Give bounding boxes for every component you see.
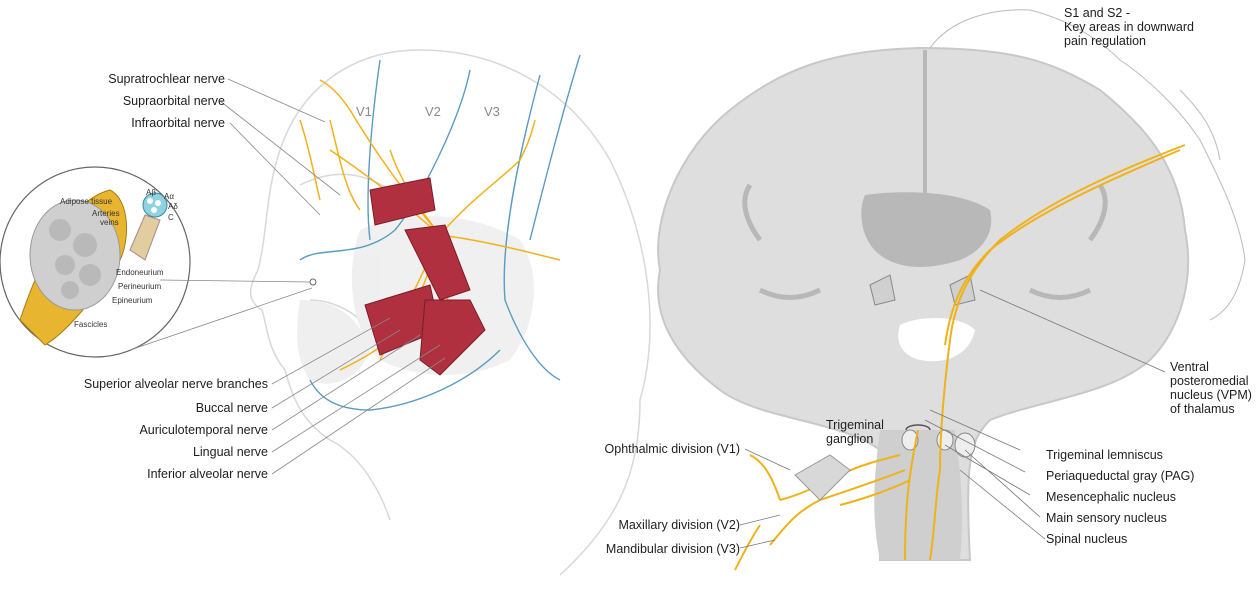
auriculotemporal-label: Auriculotemporal nerve xyxy=(40,423,268,437)
pag-label: Periaqueductal gray (PAG) xyxy=(1046,469,1194,483)
superior-alveolar-label: Superior alveolar nerve branches xyxy=(40,377,268,391)
endoneurium-label: Endoneurium xyxy=(116,268,164,277)
fascicles-label: Fascicles xyxy=(74,320,107,329)
vpm-thalamus-label: Ventral posteromedial nucleus (VPM) of t… xyxy=(1170,360,1258,416)
maxillary-division-label: Maxillary division (V2) xyxy=(560,518,740,532)
trigeminal-ganglion-label: Trigeminal ganglion xyxy=(826,418,906,446)
infraorbital-nerve-label: Infraorbital nerve xyxy=(60,116,225,130)
buccal-nerve-label: Buccal nerve xyxy=(40,401,268,415)
fiber-c-label: C xyxy=(168,213,174,222)
fiber-adelta-label: Aδ xyxy=(168,202,178,211)
mandibular-division-label: Mandibular division (V3) xyxy=(560,542,740,556)
nerve-inset xyxy=(0,167,316,357)
trigeminal-lemniscus-label: Trigeminal lemniscus xyxy=(1046,448,1163,462)
mesencephalic-nucleus-label: Mesencephalic nucleus xyxy=(1046,490,1176,504)
brain-coronal-section xyxy=(658,48,1188,560)
main-sensory-nucleus-label: Main sensory nucleus xyxy=(1046,511,1167,525)
supraorbital-nerve-label: Supraorbital nerve xyxy=(60,94,225,108)
fiber-aalpha-label: Aα xyxy=(164,192,174,201)
perineurium-label: Perineurium xyxy=(118,282,161,291)
spinal-nucleus-label: Spinal nucleus xyxy=(1046,532,1127,546)
division-v1-label: V1 xyxy=(356,104,372,119)
lingual-nerve-label: Lingual nerve xyxy=(40,445,268,459)
adipose-tissue-label: Adipose tissue xyxy=(60,197,112,206)
division-v3-label: V3 xyxy=(484,104,500,119)
supratrochlear-nerve-label: Supratrochlear nerve xyxy=(60,72,225,86)
fiber-abeta-label: Aβ xyxy=(146,188,156,197)
s1-s2-label: S1 and S2 - Key areas in downward pain r… xyxy=(1064,6,1254,48)
inferior-alveolar-label: Inferior alveolar nerve xyxy=(40,467,268,481)
arteries-label: Arteries xyxy=(92,209,120,218)
veins-label: veins xyxy=(100,218,119,227)
division-v2-label: V2 xyxy=(425,104,441,119)
epineurium-label: Epineurium xyxy=(112,296,152,305)
ophthalmic-division-label: Ophthalmic division (V1) xyxy=(560,442,740,456)
